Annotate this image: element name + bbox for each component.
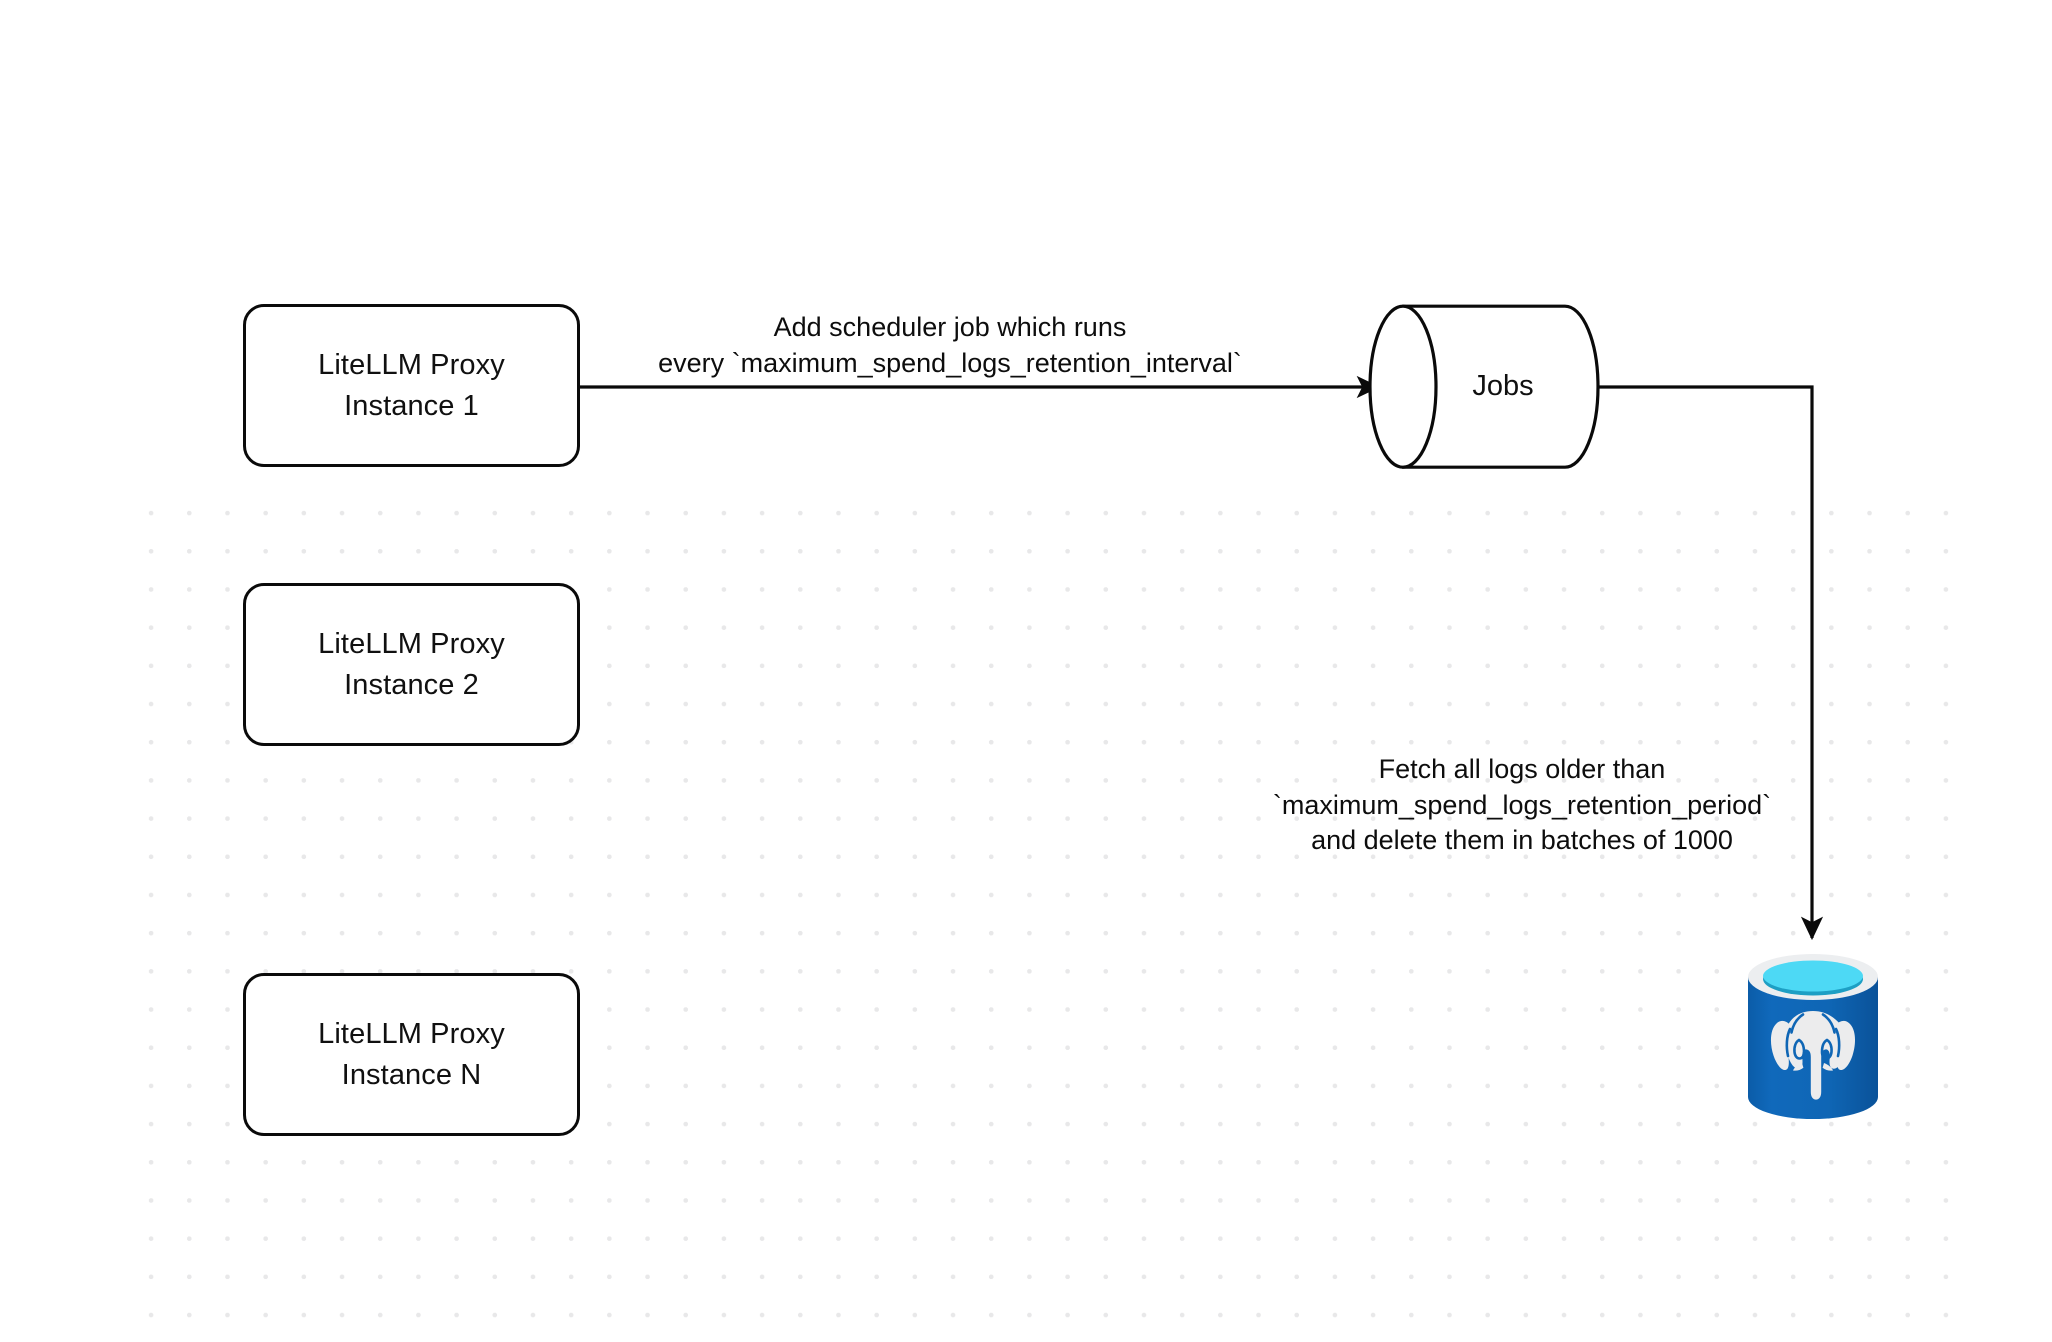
node-line-1: LiteLLM Proxy [318, 349, 505, 382]
node-litellm-proxy-instance-1[interactable]: LiteLLM Proxy Instance 1 [243, 304, 580, 467]
node-litellm-proxy-instance-n[interactable]: LiteLLM Proxy Instance N [243, 973, 580, 1136]
node-postgres-database[interactable] [1742, 945, 1884, 1129]
postgres-icon [1748, 954, 1878, 1119]
edge-label-scheduler-job: Add scheduler job which runs every `maxi… [600, 310, 1300, 381]
edge-label-log-retention: Fetch all logs older than `maximum_spend… [1232, 752, 1812, 859]
edge-label-line-3: and delete them in batches of 1000 [1311, 825, 1733, 856]
cylinder-shape [1368, 304, 1600, 469]
edge-label-line-1: Fetch all logs older than [1378, 754, 1666, 784]
node-line-1: LiteLLM Proxy [318, 1018, 505, 1051]
node-litellm-proxy-instance-2[interactable]: LiteLLM Proxy Instance 2 [243, 583, 580, 746]
node-jobs-queue[interactable]: Jobs [1368, 303, 1600, 470]
node-line-2: Instance 1 [344, 389, 479, 422]
edge-label-line-2: `maximum_spend_logs_retention_period` [1272, 789, 1772, 820]
node-line-2: Instance N [341, 1058, 482, 1091]
edge-label-line-1: Add scheduler job which runs [773, 312, 1127, 342]
node-line-2: Instance 2 [344, 668, 479, 701]
node-line-1: LiteLLM Proxy [318, 628, 505, 661]
edge-label-line-2: every `maximum_spend_logs_retention_inte… [658, 347, 1242, 378]
